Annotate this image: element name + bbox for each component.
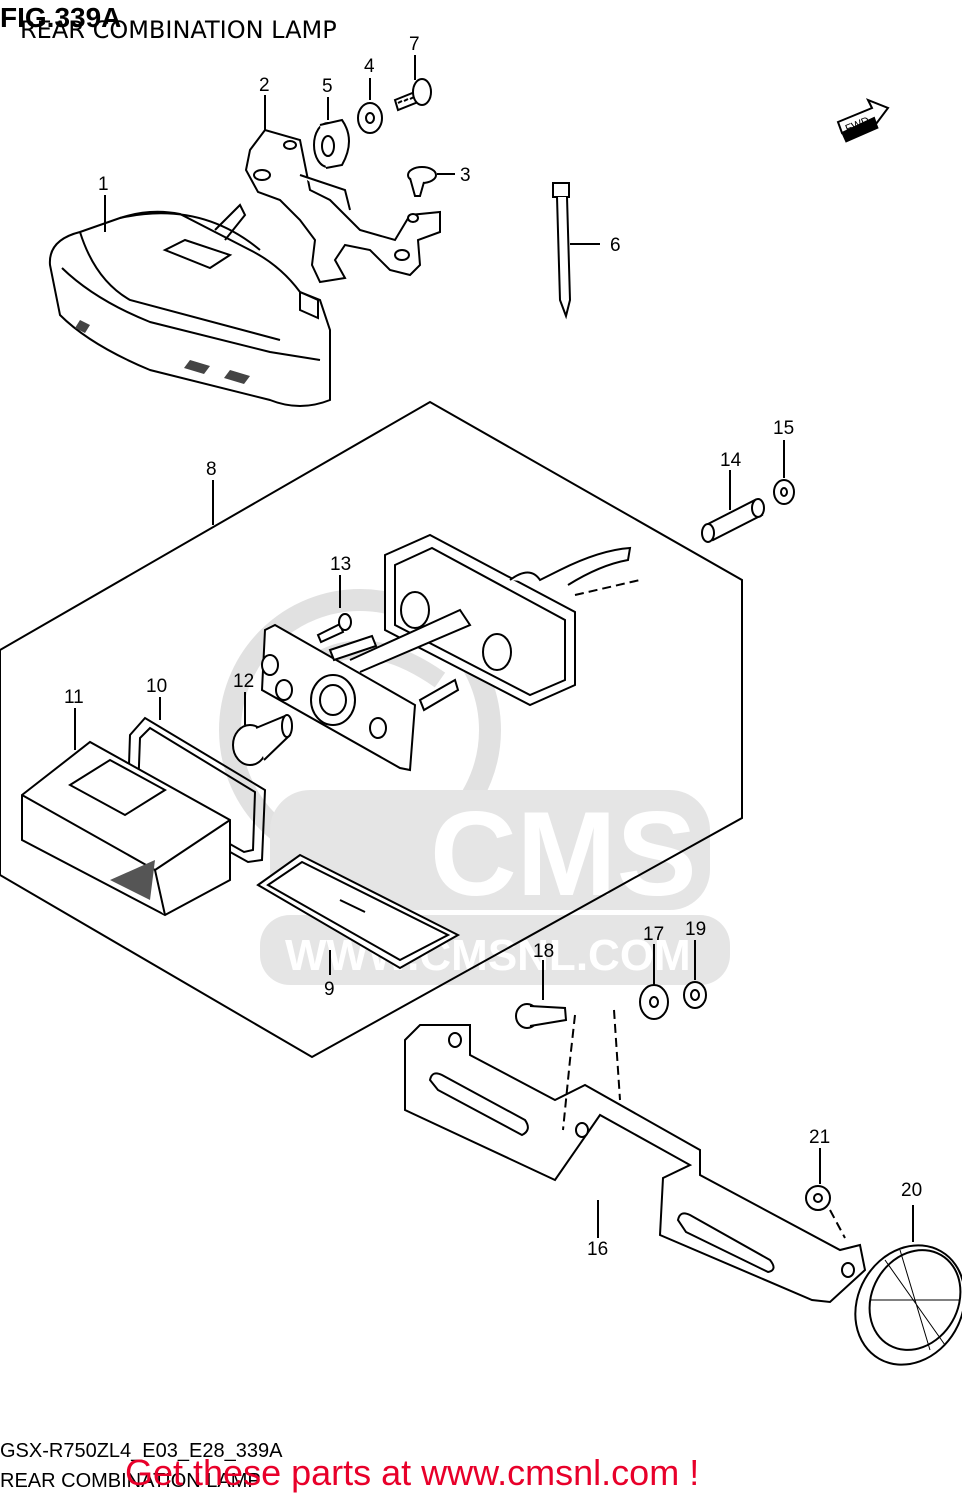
callout-5: 5 bbox=[322, 76, 333, 97]
part-19-nut bbox=[683, 981, 707, 1009]
part-7-screw bbox=[393, 78, 432, 112]
cta-link[interactable]: Get these parts at www.cmsnl.com ! bbox=[125, 1452, 700, 1493]
callout-15: 15 bbox=[773, 418, 794, 439]
callout-13: 13 bbox=[330, 554, 351, 575]
callout-9: 9 bbox=[324, 979, 335, 1000]
callout-8: 8 bbox=[206, 459, 217, 480]
callout-numbers: 1 2 3 4 5 6 7 8 9 10 11 12 13 14 15 16 1… bbox=[64, 34, 922, 1260]
fwd-arrow: FWD bbox=[836, 98, 890, 143]
part-4-washer bbox=[357, 102, 383, 134]
footer-title: REAR COMBINATION LAMP bbox=[0, 1470, 261, 1492]
callout-18: 18 bbox=[533, 941, 554, 962]
assembly-8-outline bbox=[0, 400, 743, 1059]
socket-plate bbox=[260, 608, 472, 772]
part-15-nut bbox=[773, 479, 795, 505]
callout-2: 2 bbox=[259, 75, 270, 96]
part-2-bracket bbox=[244, 128, 441, 284]
callout-1: 1 bbox=[98, 174, 109, 195]
callout-12: 12 bbox=[233, 671, 254, 692]
callout-21: 21 bbox=[809, 1127, 830, 1148]
model-code: GSX-R750ZL4_E03_E28_339A bbox=[0, 1440, 283, 1462]
callout-11: 11 bbox=[64, 687, 84, 708]
part-21-nut bbox=[805, 1185, 831, 1211]
part-3-screw bbox=[407, 166, 437, 197]
leader-lines bbox=[74, 55, 914, 1242]
part-5-grommet bbox=[313, 118, 350, 169]
callout-14: 14 bbox=[720, 450, 742, 471]
part-13-screw bbox=[316, 613, 352, 644]
watermark-logo: CMS bbox=[430, 787, 697, 921]
callout-3: 3 bbox=[460, 165, 471, 186]
part-11-lens bbox=[21, 740, 231, 917]
part-20-reflector bbox=[854, 1244, 962, 1366]
callout-6: 6 bbox=[610, 235, 621, 256]
license-lamp-housing bbox=[384, 533, 632, 707]
callout-4: 4 bbox=[364, 56, 375, 77]
part-12-bulb bbox=[232, 714, 293, 766]
part-16-license-bracket bbox=[404, 1024, 867, 1304]
callout-17: 17 bbox=[643, 924, 664, 945]
callout-20: 20 bbox=[901, 1180, 922, 1201]
part-18-screw bbox=[515, 1003, 568, 1029]
watermark-url: WWW.CMSNL.COM bbox=[285, 931, 691, 980]
callout-19: 19 bbox=[685, 919, 706, 940]
callout-10: 10 bbox=[146, 676, 167, 697]
part-14-spacer bbox=[701, 498, 765, 543]
figure-number: FIG.339A bbox=[0, 2, 122, 33]
part-17-washer bbox=[639, 984, 669, 1020]
part-1-combination-lamp bbox=[48, 203, 331, 407]
callout-16: 16 bbox=[587, 1239, 608, 1260]
watermark: CMS WWW.CMSNL.COM bbox=[219, 589, 730, 985]
part-9-plate bbox=[256, 853, 461, 970]
callout-7: 7 bbox=[409, 34, 420, 55]
figure-title: REAR COMBINATION LAMP bbox=[20, 16, 337, 44]
part-6-cable-tie bbox=[552, 182, 572, 320]
